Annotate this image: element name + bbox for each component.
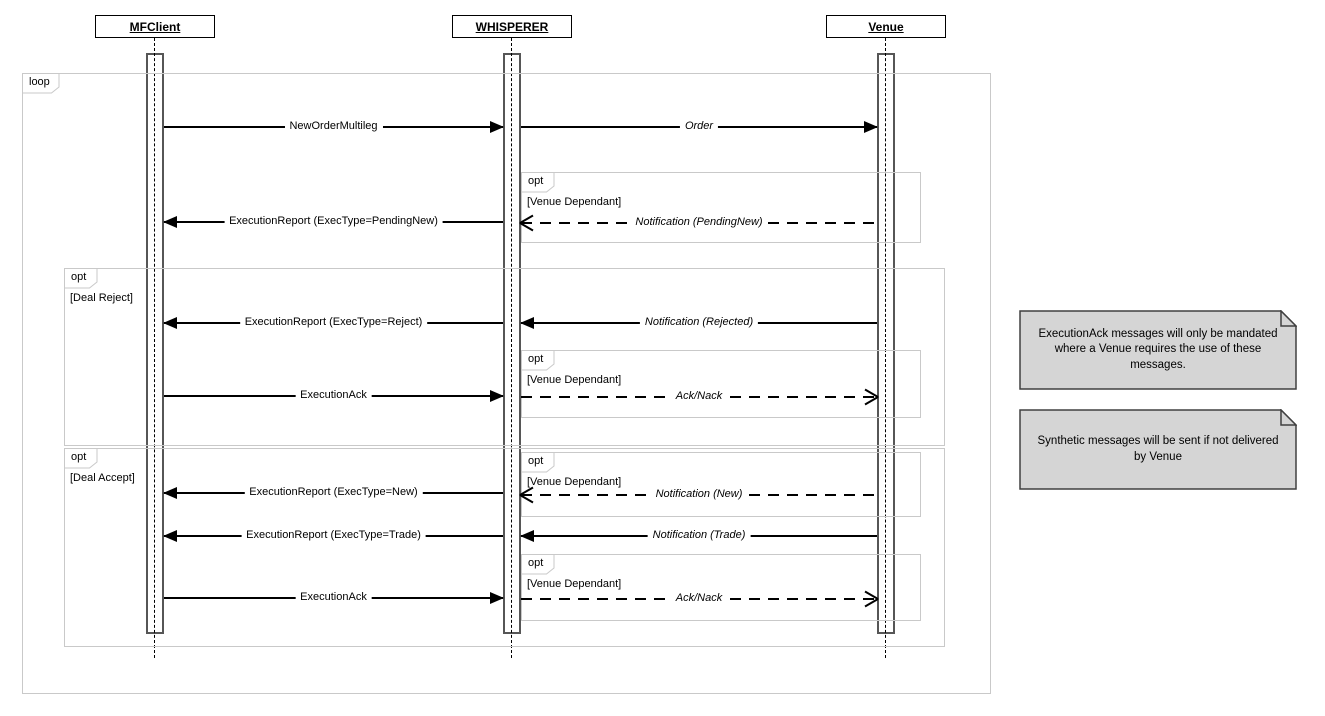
filled-arrowhead-icon [163,216,177,228]
opt-frame-guard: [Deal Accept] [70,472,135,484]
participant-header-whisperer: WHISPERER [452,15,572,38]
lifeline-mfclient [154,38,155,658]
opt-frame-label: opt [71,451,87,463]
loop-frame-tab [22,73,60,94]
lifeline-whisperer [511,38,512,658]
message-label: NewOrderMultileg [284,120,383,132]
opt-frame-guard: [Venue Dependant] [527,578,622,590]
opt-frame-tab [521,350,555,371]
opt-frame-guard: [Venue Dependant] [527,374,622,386]
filled-arrowhead-icon [520,530,534,542]
opt-frame-tab [521,172,555,193]
activation-bar-mfclient [146,53,164,634]
message-label: ExecutionAck [295,591,372,603]
opt-frame-tab [64,448,98,469]
note-shape-icon [1019,310,1297,390]
activation-bar-venue [877,53,895,634]
opt-venue-dependant-frame-2: opt [Venue Dependant] [521,350,921,418]
lifeline-venue [885,38,886,658]
filled-arrowhead-icon [163,530,177,542]
participant-header-mfclient: MFClient [95,15,215,38]
opt-frame-tab [521,554,555,575]
participant-header-venue: Venue [826,15,946,38]
note-shape-icon [1019,409,1297,490]
message-label: ExecutionAck [295,389,372,401]
opt-frame-label: opt [528,557,544,569]
note-synthetic-messages: Synthetic messages will be sent if not d… [1019,409,1297,490]
opt-frame-guard: [Venue Dependant] [527,196,622,208]
filled-arrowhead-icon [490,390,504,402]
opt-venue-dependant-frame-4: opt [Venue Dependant] [521,554,921,621]
opt-frame-label: opt [528,175,544,187]
filled-arrowhead-icon [864,121,878,133]
message-label: ExecutionReport (ExecType=PendingNew) [224,215,443,227]
filled-arrowhead-icon [490,121,504,133]
note-text: Synthetic messages will be sent if not d… [1037,434,1279,463]
filled-arrowhead-icon [163,317,177,329]
message-label: ExecutionReport (ExecType=Reject) [239,316,428,328]
opt-frame-label: opt [528,353,544,365]
message-label: Order [679,120,719,132]
message-label: ExecutionReport (ExecType=New) [244,486,423,498]
opt-frame-tab [64,268,98,289]
opt-frame-label: opt [71,271,87,283]
message-label: ExecutionReport (ExecType=Trade) [241,529,426,541]
message-label: Ack/Nack [670,390,728,402]
note-execution-ack: ExecutionAck messages will only be manda… [1019,310,1297,390]
opt-frame-guard: [Deal Reject] [70,292,133,304]
opt-frame-label: opt [528,455,544,467]
filled-arrowhead-icon [163,487,177,499]
opt-frame-guard: [Venue Dependant] [527,476,622,488]
opt-frame-tab [521,452,555,473]
message-label: Ack/Nack [670,592,728,604]
message-label: Notification (Trade) [647,529,751,541]
opt-venue-dependant-frame-1: opt [Venue Dependant] [521,172,921,243]
filled-arrowhead-icon [520,317,534,329]
activation-bar-whisperer [503,53,521,634]
opt-venue-dependant-frame-3: opt [Venue Dependant] [521,452,921,517]
message-label: Notification (Rejected) [639,316,759,328]
message-label: Notification (New) [650,488,748,500]
loop-frame-label: loop [29,76,50,88]
message-label: Notification (PendingNew) [630,216,768,228]
filled-arrowhead-icon [490,592,504,604]
note-text: ExecutionAck messages will only be manda… [1038,327,1278,371]
